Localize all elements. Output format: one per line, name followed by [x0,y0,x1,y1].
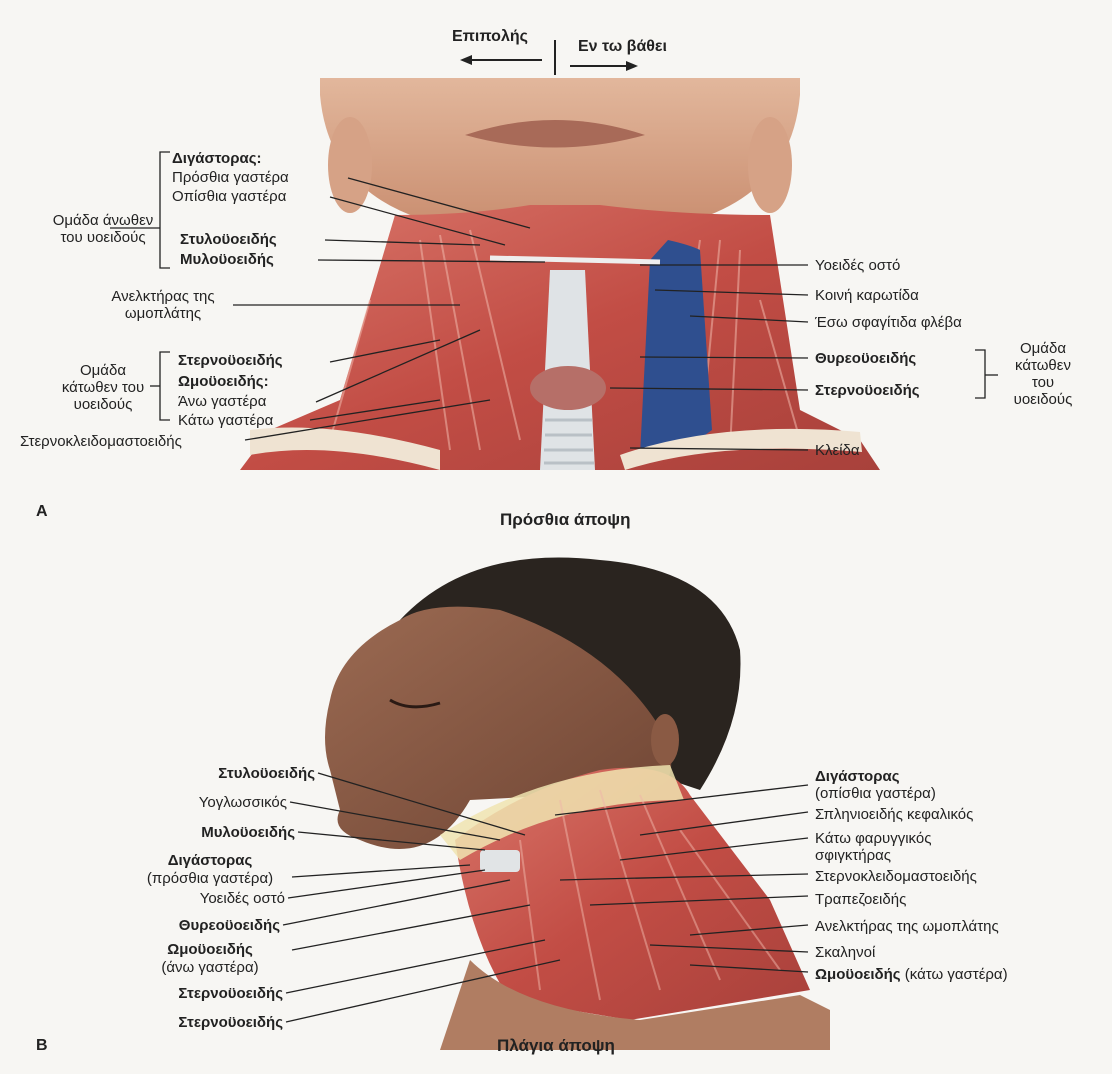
mylohyoid-label-b: Μυλοϋοειδής [100,824,295,841]
superior-belly-label: Άνω γαστέρα [178,393,266,410]
infrahyoid-right-line-1: Ομάδα [998,340,1088,357]
infrahyoid-left-line-2: κάτωθεν του [58,379,148,396]
hyoglossus-label: Υογλωσσικός [100,794,287,811]
deep-label: Εν τω βάθει [578,38,667,55]
hyoid-bone-label-b: Υοειδές οστό [100,890,285,907]
sternohyoid-label-a: Στερνοϋοειδής [178,352,283,369]
infrahyoid-right-line-3: του [998,374,1088,391]
trapezius-label: Τραπεζοειδής [815,891,906,908]
sternohyoid-label-b: Στερνοϋοειδής [100,985,283,1002]
infrahyoid-right-line-4: υοειδούς [998,391,1088,408]
superficial-label: Επιπολής [452,28,528,45]
omohyoid-sub-b: (άνω γαστέρα) [130,959,290,976]
digastric-posterior-sub-b: (οπίσθια γαστέρα) [815,785,936,802]
digastric-label: Διγάστορας: [172,150,262,167]
omohyoid-label-b: Ωμοϋοειδής [130,941,290,958]
hyoid-bone-label-a: Υοειδές οστό [815,257,900,274]
infrahyoid-group-label-left: Ομάδα κάτωθεν του υοειδούς [58,362,148,413]
sternocleidomastoid-label-b: Στερνοκλειδομαστοειδής [815,868,977,885]
thyrohyoid-label-b: Θυρεοϋοειδής [100,917,280,934]
anterior-view-illustration [240,78,880,470]
digastric-posterior-label-b: Διγάστορας [815,768,900,785]
inferior-constrictor-label: Κάτω φαρυγγικός [815,830,931,847]
thyrohyoid-label-a: Θυρεοϋοειδής [815,350,916,367]
splenius-capitis-label: Σπληνιοειδής κεφαλικός [815,806,973,823]
digastric-anterior-label-b: Διγάστορας [130,852,290,869]
mylohyoid-label-a: Μυλοϋοειδής [180,251,274,268]
levator-scapulae-line-2: ωμοπλάτης [88,305,238,322]
omohyoid-label-a: Ωμοϋοειδής: [178,373,269,390]
stylohyoid-label-a: Στυλοϋοειδής [180,231,277,248]
lateral-view-caption: Πλάγια άποψη [497,1036,615,1056]
omohyoid-inferior-label-b: Ωμοϋοειδής (κάτω γαστέρα) [815,966,1008,983]
levator-scapulae-label-b: Ανελκτήρας της ωμοπλάτης [815,918,999,935]
omohyoid-inferior-name: Ωμοϋοειδής [815,966,901,983]
suprahyoid-group-label: Ομάδα άνωθεν του υοειδούς [48,212,158,246]
levator-scapulae-line-1: Ανελκτήρας της [88,288,238,305]
inferior-constrictor-label-2: σφιγκτήρας [815,847,891,864]
infrahyoid-left-line-3: υοειδούς [58,396,148,413]
suprahyoid-group-line-2: του υοειδούς [48,229,158,246]
panel-a-letter: A [36,503,48,521]
stylohyoid-label-b: Στυλοϋοειδής [100,765,315,782]
panel-b-letter: B [36,1037,48,1055]
posterior-belly-label: Οπίσθια γαστέρα [172,188,286,205]
inferior-belly-label: Κάτω γαστέρα [178,412,273,429]
infrahyoid-group-label-right: Ομάδα κάτωθεν του υοειδούς [998,340,1088,408]
sternothyroid-label-b: Στερνοϋοειδής [100,1014,283,1031]
scalenes-label: Σκαληνοί [815,944,875,961]
sternothyroid-label-a: Στερνοϋοειδής [815,382,920,399]
anterior-view-caption: Πρόσθια άποψη [500,510,630,530]
infrahyoid-left-line-1: Ομάδα [58,362,148,379]
common-carotid-label: Κοινή καρωτίδα [815,287,919,304]
suprahyoid-group-line-1: Ομάδα άνωθεν [48,212,158,229]
digastric-anterior-sub-b: (πρόσθια γαστέρα) [130,870,290,887]
lateral-view-illustration [325,558,830,1051]
infrahyoid-right-line-2: κάτωθεν [998,357,1088,374]
sternocleidomastoid-label-a: Στερνοκλειδομαστοειδής [20,433,182,450]
omohyoid-inferior-sub: (κάτω γαστέρα) [905,966,1008,983]
levator-scapulae-label-a: Ανελκτήρας της ωμοπλάτης [88,288,238,322]
anterior-belly-label: Πρόσθια γαστέρα [172,169,289,186]
internal-jugular-label: Έσω σφαγίτιδα φλέβα [815,314,962,331]
clavicle-label: Κλείδα [815,442,860,459]
